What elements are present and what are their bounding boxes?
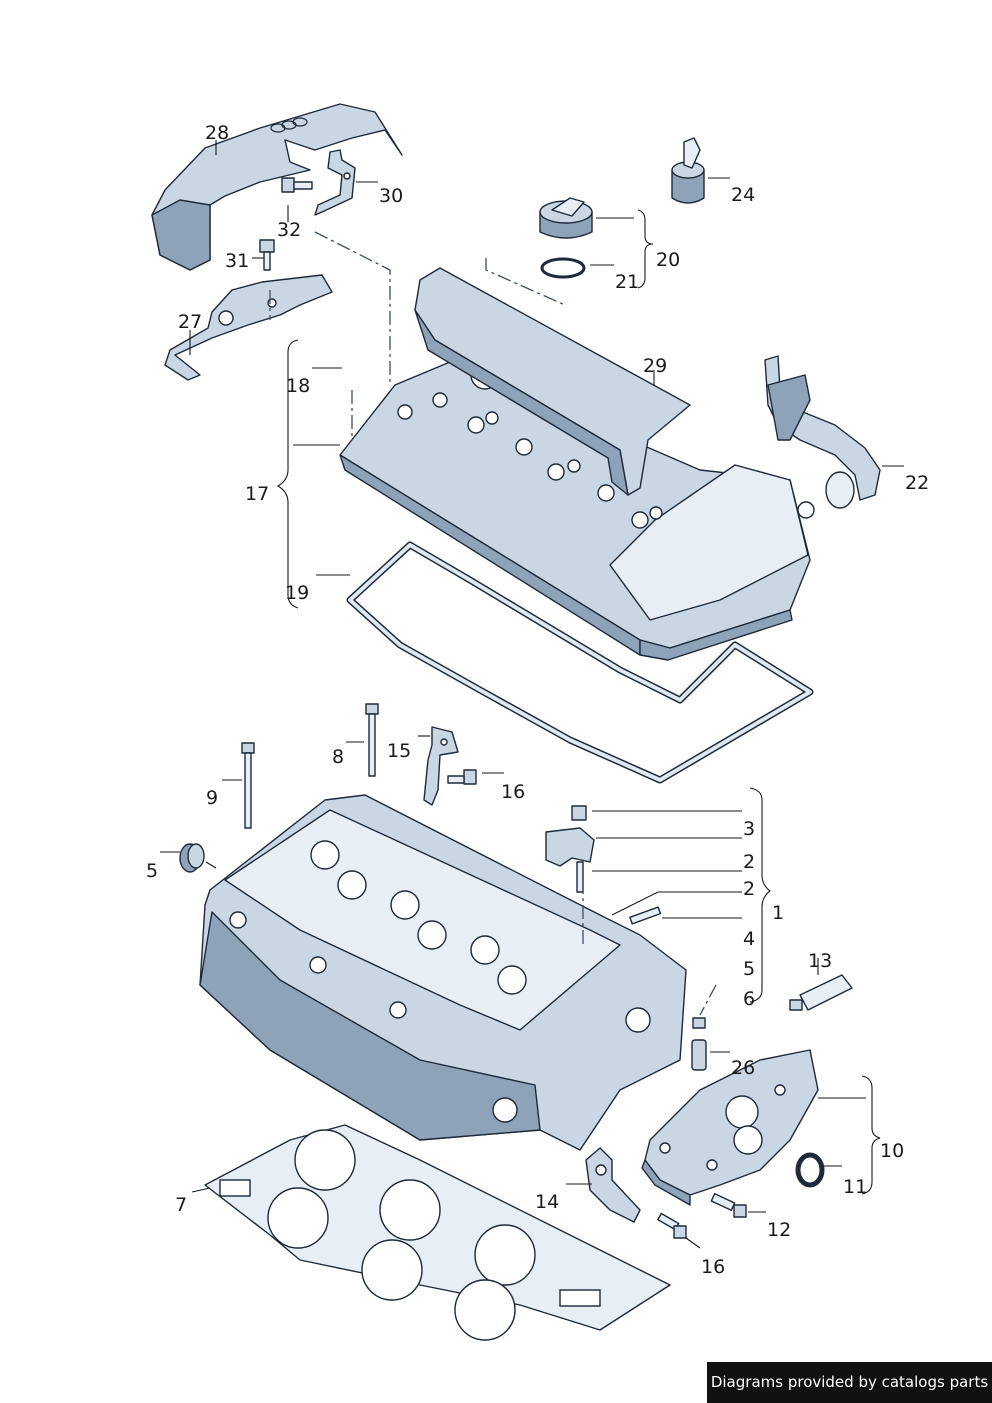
sensor-part-24 bbox=[671, 137, 705, 204]
label-28: 28 bbox=[205, 122, 229, 144]
label-32: 32 bbox=[277, 219, 301, 241]
plug-part-5-left bbox=[179, 843, 205, 873]
bolt-part-12 bbox=[710, 1193, 747, 1218]
bracket-part-30 bbox=[314, 149, 356, 216]
label-16-upper: 16 bbox=[501, 781, 525, 803]
bracket-part-14 bbox=[585, 1147, 641, 1223]
breather-hose-part bbox=[764, 355, 881, 509]
label-13: 13 bbox=[808, 950, 832, 972]
bolt-part-16-lower bbox=[657, 1212, 687, 1239]
pin-part-6 bbox=[692, 1017, 706, 1029]
label-12: 12 bbox=[767, 1219, 791, 1241]
label-18: 18 bbox=[286, 375, 310, 397]
label-29: 29 bbox=[643, 355, 667, 377]
bolt-part-16-upper bbox=[447, 769, 477, 785]
label-16-lower: 16 bbox=[701, 1256, 725, 1278]
sealant-tube-part-13 bbox=[789, 974, 853, 1011]
oil-filler-cap-part bbox=[539, 197, 593, 239]
bearing-cap-part-3 bbox=[545, 805, 595, 893]
label-7: 7 bbox=[175, 1194, 187, 1216]
seal-ring-part-21 bbox=[540, 257, 586, 279]
label-4: 4 bbox=[743, 928, 755, 950]
cylinder-head-part bbox=[199, 794, 687, 1151]
alignment-lines bbox=[269, 231, 717, 1016]
label-15: 15 bbox=[387, 740, 411, 762]
head-bolt-part-9 bbox=[241, 742, 255, 829]
label-22: 22 bbox=[905, 472, 929, 494]
part-number-labels: 28 30 32 31 27 20 21 24 29 22 18 17 19 8… bbox=[146, 122, 929, 1278]
bracket-part-27 bbox=[164, 274, 333, 381]
label-31: 31 bbox=[225, 250, 249, 272]
footer-credit-badge: Diagrams provided by catalogs parts bbox=[707, 1362, 992, 1403]
label-1: 1 bbox=[772, 902, 784, 924]
seal-ring-part-11 bbox=[795, 1152, 825, 1188]
label-2-upper: 2 bbox=[743, 851, 755, 873]
label-14: 14 bbox=[535, 1191, 559, 1213]
leader-lines bbox=[160, 140, 904, 1249]
label-9: 9 bbox=[206, 787, 218, 809]
label-26: 26 bbox=[731, 1057, 755, 1079]
bolt-part-32 bbox=[281, 177, 313, 193]
label-19: 19 bbox=[285, 582, 309, 604]
label-24: 24 bbox=[731, 184, 755, 206]
cover-plate-part-10 bbox=[641, 1049, 819, 1206]
label-20: 20 bbox=[656, 249, 680, 271]
label-11: 11 bbox=[843, 1176, 867, 1198]
label-21: 21 bbox=[615, 271, 639, 293]
label-30: 30 bbox=[379, 185, 403, 207]
stud-part-4 bbox=[629, 906, 662, 925]
head-gasket-part bbox=[204, 1124, 671, 1341]
bolt-part-31 bbox=[259, 239, 275, 271]
label-5-right: 5 bbox=[743, 958, 755, 980]
cover-trim-part-29 bbox=[414, 267, 691, 496]
label-2-lower: 2 bbox=[743, 878, 755, 900]
label-10: 10 bbox=[880, 1140, 904, 1162]
label-27: 27 bbox=[178, 311, 202, 333]
cylinder-head-cover-part bbox=[339, 360, 815, 661]
sleeve-part-26 bbox=[691, 1039, 707, 1071]
engine-cover-part bbox=[151, 103, 403, 271]
label-17: 17 bbox=[245, 483, 269, 505]
label-6: 6 bbox=[743, 988, 755, 1010]
bracket-part-15 bbox=[423, 726, 459, 806]
cover-gasket-part bbox=[346, 541, 814, 784]
head-bolt-part-8 bbox=[365, 703, 379, 777]
label-3: 3 bbox=[743, 818, 755, 840]
label-5-left: 5 bbox=[146, 860, 158, 882]
label-8: 8 bbox=[332, 746, 344, 768]
